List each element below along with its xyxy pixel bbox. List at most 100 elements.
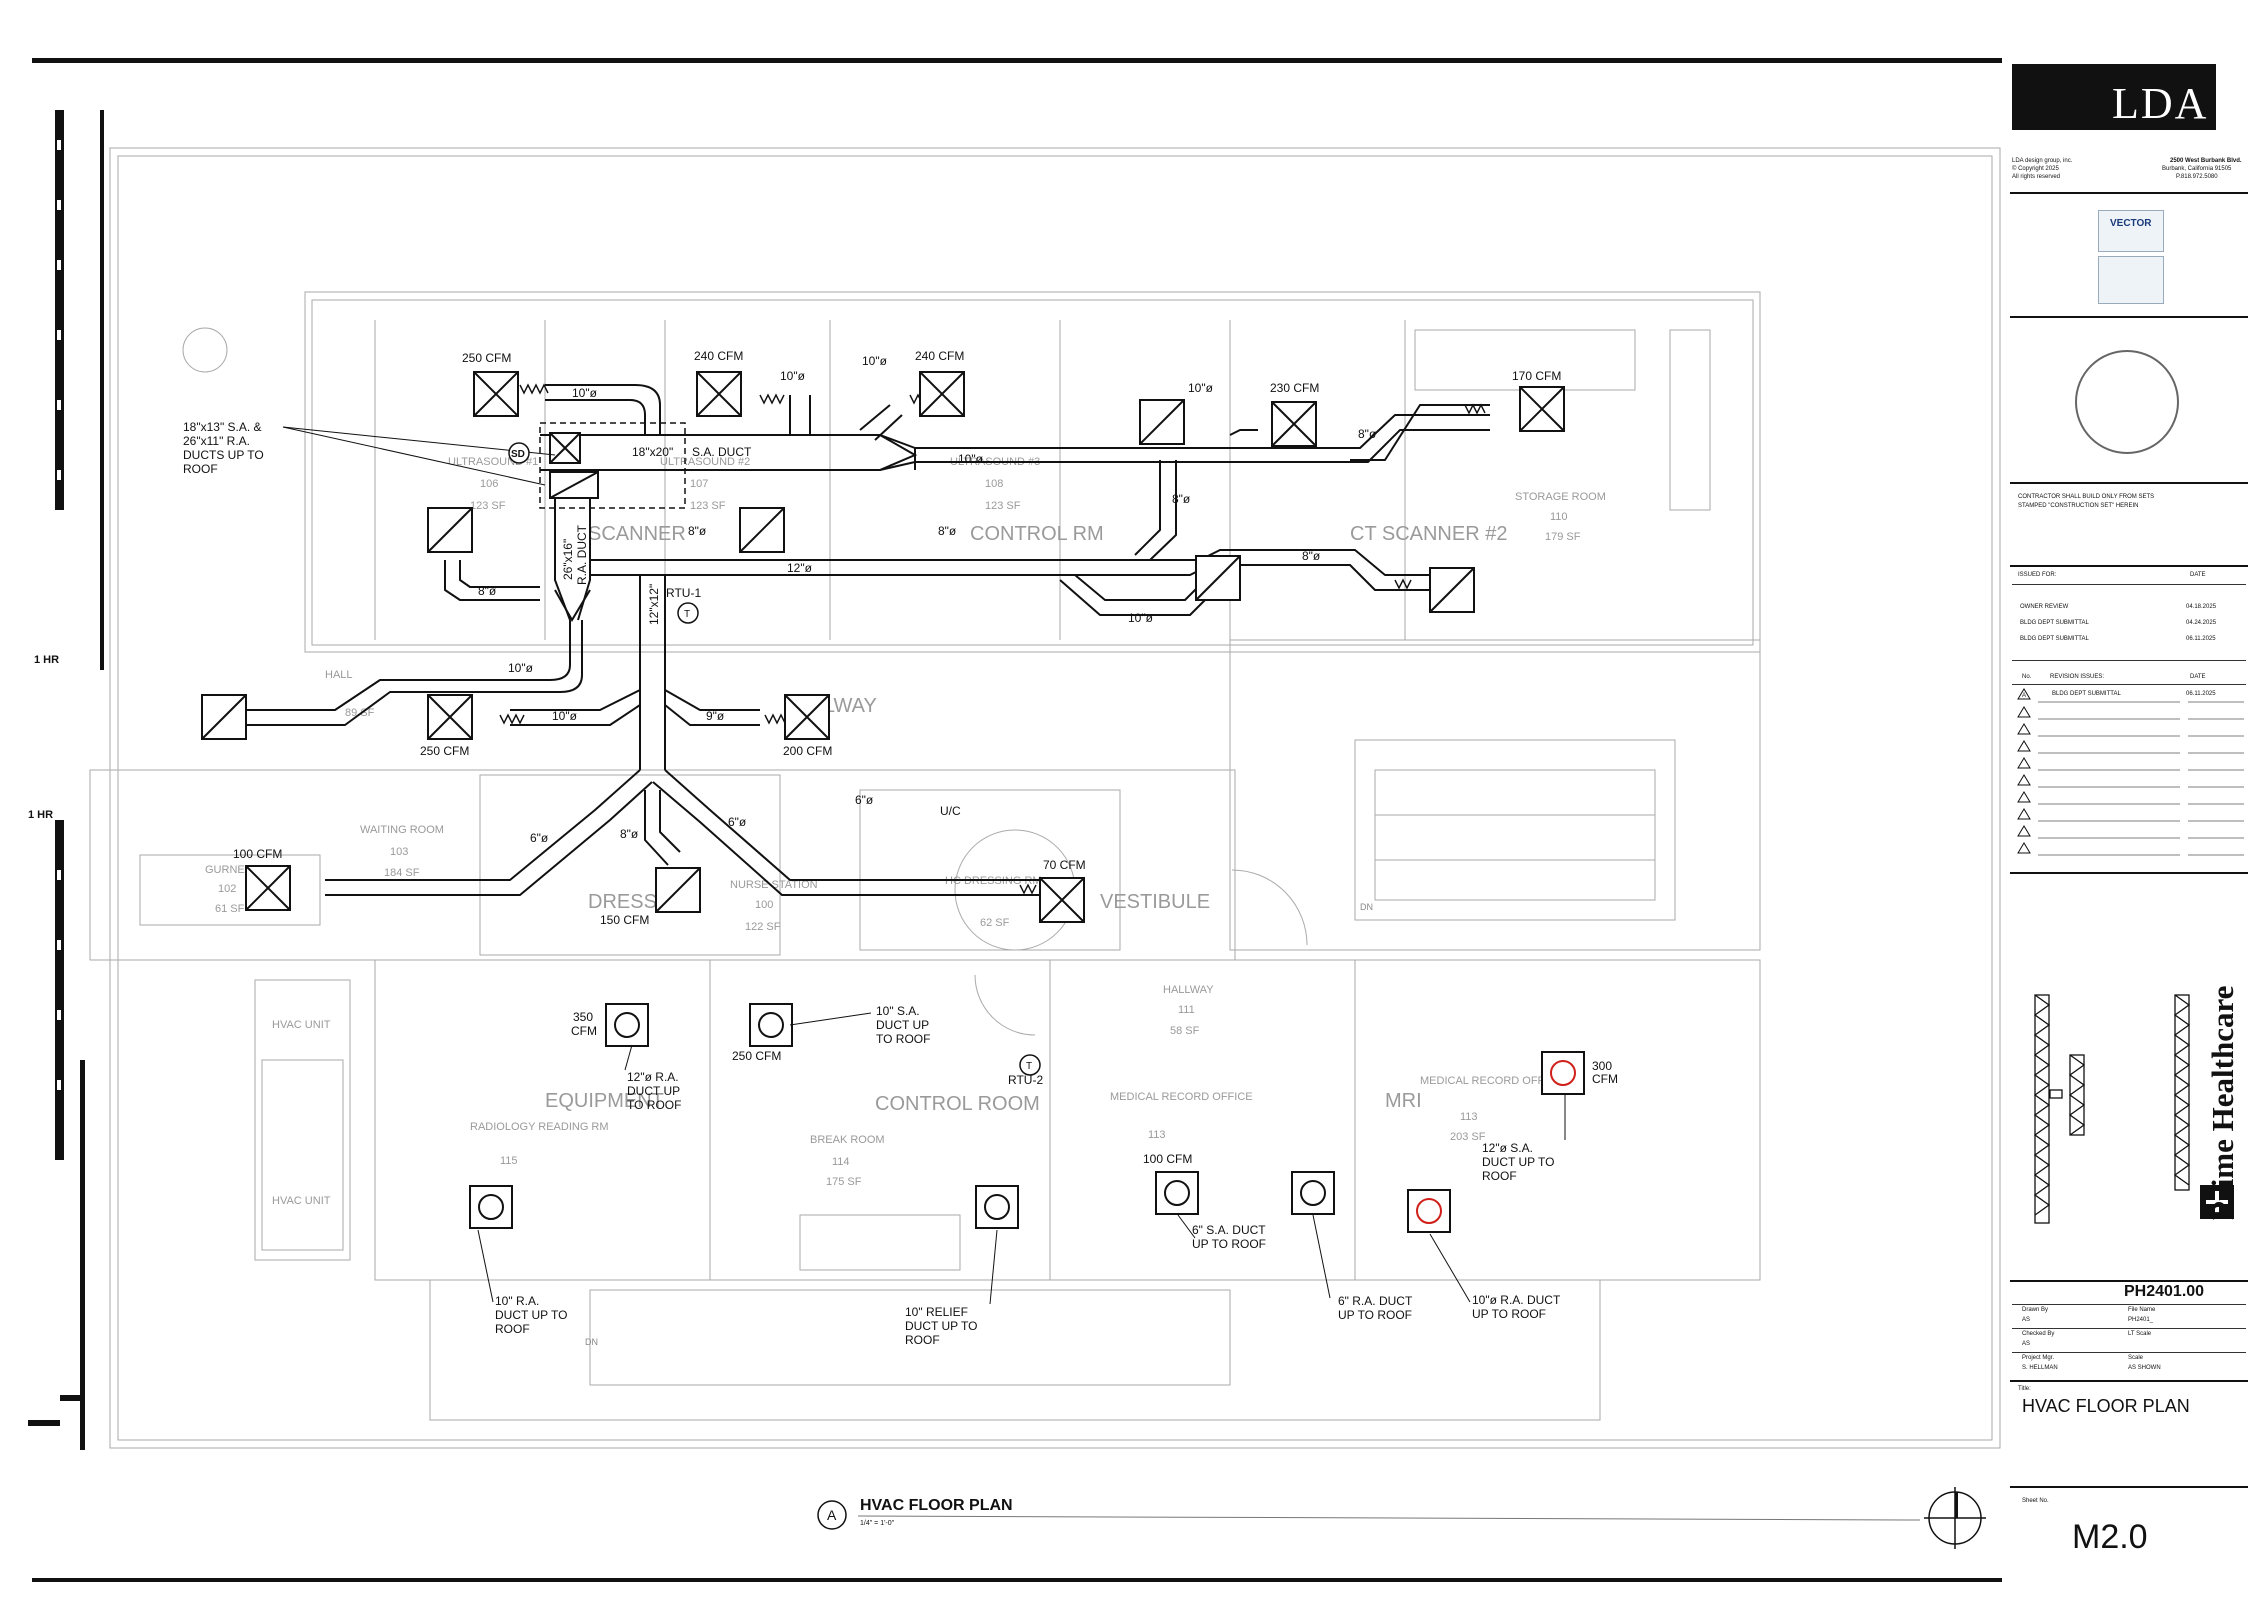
scale-label: Scale bbox=[2128, 1355, 2144, 1361]
sheet-bottom-border bbox=[32, 1578, 2002, 1582]
sheet-no-label: Sheet No. bbox=[2022, 1498, 2049, 1504]
size-8d: 8"ø bbox=[1172, 492, 1191, 506]
drawing-tag-circle bbox=[817, 1500, 847, 1530]
drawing-title-underline bbox=[857, 1515, 1921, 1521]
room-storage-sf: 179 SF bbox=[1545, 531, 1581, 543]
file-name-label: File Name bbox=[2128, 1307, 2156, 1313]
project-number: PH2401.00 bbox=[2124, 1283, 2205, 1300]
room-ultrasound-3-no: 108 bbox=[985, 478, 1003, 490]
ra-duct-label: R.A. DUCT bbox=[575, 524, 589, 585]
cfm-170: 170 CFM bbox=[1512, 369, 1561, 383]
firm-copyright: © Copyright 2025 bbox=[2012, 166, 2059, 172]
tb-rule-5 bbox=[2010, 872, 2248, 874]
note-up-2: 26"x11" R.A. bbox=[183, 434, 250, 448]
note-sa12-3: ROOF bbox=[1482, 1169, 1517, 1183]
scale: AS SHOWN bbox=[2128, 1365, 2161, 1371]
room-hallway-111-sf: 58 SF bbox=[1170, 1025, 1200, 1037]
vector-logo-text: VECTOR bbox=[2110, 218, 2152, 229]
room-storage: STORAGE ROOM bbox=[1515, 491, 1606, 503]
tb-rule-6 bbox=[2010, 1280, 2248, 1282]
room-control-room: CONTROL ROOM bbox=[875, 1093, 1040, 1115]
room-waiting: WAITING ROOM bbox=[360, 824, 444, 836]
client-pattern bbox=[2033, 994, 2191, 1224]
engineer-stamp bbox=[2075, 350, 2179, 454]
rtu1-label: RTU-1 bbox=[666, 586, 701, 600]
t2-label: T bbox=[1026, 1061, 1032, 1072]
cfm-100-b: 100 CFM bbox=[1143, 1152, 1192, 1166]
note-sa12-1: 12"ø S.A. bbox=[1482, 1141, 1533, 1155]
leader-lines bbox=[282, 426, 1566, 1305]
note-sa12-2: DUCT UP TO bbox=[1482, 1155, 1554, 1169]
revision-no-header: No. bbox=[2022, 674, 2032, 680]
up-duct-ra10 bbox=[469, 1185, 513, 1229]
firm-phone: P.818.972.5080 bbox=[2176, 174, 2218, 180]
drawn-by: AS bbox=[2022, 1317, 2031, 1323]
room-scanner: SCANNER bbox=[588, 523, 686, 545]
ductwork bbox=[245, 384, 1490, 896]
thermostat-1-circle bbox=[677, 602, 699, 624]
diffuser-240cfm-a bbox=[696, 371, 742, 417]
note-ra6-2: UP TO ROOF bbox=[1338, 1308, 1412, 1322]
cfm-100-a: 100 CFM bbox=[233, 847, 282, 861]
up-duct-250cfm bbox=[749, 1003, 793, 1047]
dn-label-2: DN bbox=[585, 1337, 598, 1347]
diffuser-150cfm bbox=[655, 867, 701, 913]
lt-scale-label: LT Scale bbox=[2128, 1331, 2152, 1337]
drawing-title: HVAC FLOOR PLAN bbox=[860, 1497, 1013, 1514]
firm-line1: LDA design group, inc. bbox=[2012, 158, 2073, 164]
up-duct-300cfm bbox=[1541, 1051, 1585, 1095]
note-ra12-1: 12"ø R.A. bbox=[627, 1070, 679, 1084]
room-radiology: RADIOLOGY READING RM bbox=[470, 1121, 609, 1133]
return-grille-1 bbox=[1139, 399, 1185, 445]
up-duct-350cfm bbox=[605, 1003, 649, 1047]
room-break: BREAK ROOM bbox=[810, 1134, 885, 1146]
symbols bbox=[508, 442, 1986, 1549]
drawing-scale: 1/4" = 1'-0" bbox=[860, 1520, 895, 1527]
cfm-250-c: 250 CFM bbox=[732, 1049, 781, 1063]
firm-addr2: Burbank, California 91505 bbox=[2162, 166, 2232, 172]
room-waiting-sf: 184 SF bbox=[384, 867, 420, 879]
size-8f: 8"ø bbox=[1358, 427, 1377, 441]
size-8b: 8"ø bbox=[688, 524, 707, 538]
room-hc-dressing-sf: 62 SF bbox=[980, 917, 1010, 929]
firm-addr1: 2500 West Burbank Blvd. bbox=[2170, 158, 2242, 164]
note-sa6-1: 6" S.A. DUCT bbox=[1192, 1223, 1266, 1237]
rtu2-label: RTU-2 bbox=[1008, 1073, 1043, 1087]
size-6a: 6"ø bbox=[530, 831, 549, 845]
cfm-70: 70 CFM bbox=[1043, 858, 1086, 872]
cfm-230: 230 CFM bbox=[1270, 381, 1319, 395]
size-10e: 10"ø bbox=[958, 452, 984, 466]
client-plus-icon bbox=[2200, 1185, 2234, 1219]
size-12: 12"ø bbox=[787, 561, 813, 575]
room-ultrasound-1-no: 106 bbox=[480, 478, 498, 490]
revision-header: REVISION ISSUES: bbox=[2050, 674, 2105, 680]
size-8c: 8"ø bbox=[938, 524, 957, 538]
room-equipment: EQUIPMENT bbox=[545, 1090, 664, 1112]
cfm-300: 300 bbox=[1592, 1059, 1612, 1073]
up-duct-relief bbox=[975, 1185, 1019, 1229]
room-medrec-office: MEDICAL RECORD OFFICE bbox=[1110, 1091, 1253, 1103]
size-9: 9"ø bbox=[706, 709, 725, 723]
sa-18x20-label: 18"x20" bbox=[632, 445, 673, 459]
diffuser-250cfm-a bbox=[473, 371, 519, 417]
room-hallway-111-no: 111 bbox=[1178, 1004, 1195, 1016]
up-duct-100cfm bbox=[1155, 1171, 1199, 1215]
size-6b: 6"ø bbox=[728, 815, 747, 829]
note-ra12-2: DUCT UP bbox=[627, 1084, 680, 1098]
up-duct-ra6 bbox=[1291, 1171, 1335, 1215]
note-ra12-3: TO ROOF bbox=[627, 1098, 681, 1112]
revision-rule bbox=[2012, 684, 2246, 685]
room-gurney: GURNEY bbox=[205, 864, 253, 876]
room-ultrasound-2-sf: 123 SF bbox=[690, 500, 726, 512]
diffuser-70cfm bbox=[1039, 877, 1085, 923]
room-ct-scanner-2: CT SCANNER #2 bbox=[1350, 523, 1507, 545]
room-break-sf: 175 SF bbox=[826, 1176, 862, 1188]
diffuser-230cfm bbox=[1271, 401, 1317, 447]
room-nurse-no: 100 bbox=[755, 899, 773, 911]
return-grille-3 bbox=[739, 507, 785, 553]
room-medrec-offices-sf: 203 SF bbox=[1450, 1131, 1486, 1143]
rtu1-openings bbox=[549, 432, 599, 499]
size-10b: 10"ø bbox=[780, 369, 806, 383]
issued-row-3: BLDG DEPT SUBMITTAL bbox=[2020, 636, 2089, 642]
